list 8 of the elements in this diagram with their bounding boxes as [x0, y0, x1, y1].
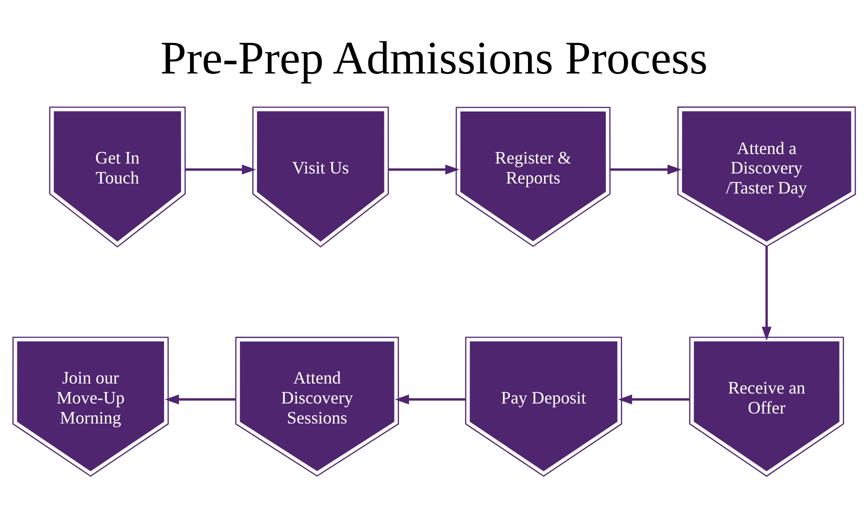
arrow: [762, 246, 772, 340]
arrow: [618, 394, 690, 404]
arrow: [610, 164, 682, 174]
arrow: [388, 164, 460, 174]
arrow: [164, 394, 236, 404]
arrow: [185, 164, 256, 174]
diagram-title: Pre-Prep Admissions Process: [160, 32, 708, 84]
arrow: [394, 394, 466, 404]
